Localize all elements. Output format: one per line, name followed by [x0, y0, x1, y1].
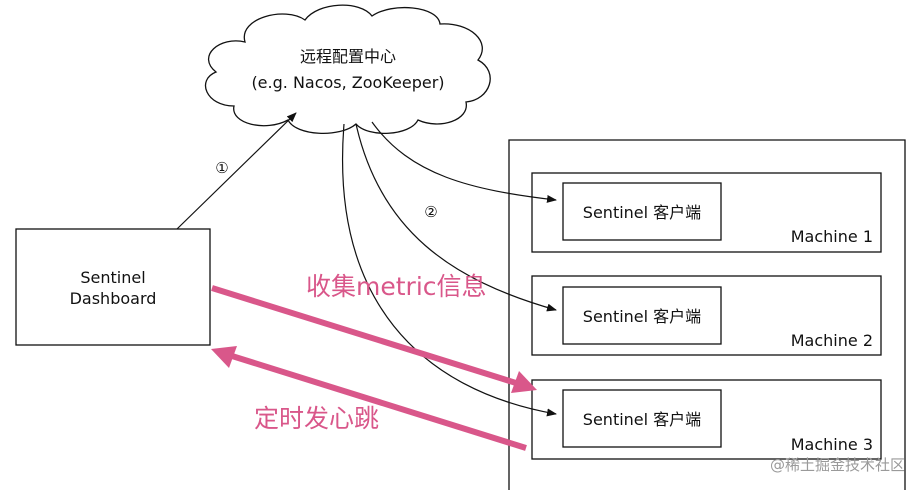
dashboard-node: Sentinel Dashboard — [15, 228, 211, 346]
machine-3: Sentinel 客户端 Machine 3 — [531, 379, 882, 460]
step-1-marker: ① — [215, 159, 228, 177]
collect-metrics-flow: 收集metric信息 — [211, 272, 537, 393]
client-label: Sentinel 客户端 — [583, 307, 701, 326]
config-center-cloud: 远程配置中心 (e.g. Nacos, ZooKeeper) — [204, 4, 491, 135]
heartbeat-arrow-head — [211, 346, 237, 368]
collect-metrics-label: 收集metric信息 — [306, 272, 487, 301]
dashboard-label-line1: Sentinel — [80, 268, 145, 287]
machine-1: Sentinel 客户端 Machine 1 — [531, 172, 882, 253]
heartbeat-arrow-shaft — [231, 353, 527, 451]
heartbeat-flow: 定时发心跳 — [211, 346, 527, 451]
machine-2: Sentinel 客户端 Machine 2 — [531, 275, 882, 356]
push-to-machine-2-arrow — [355, 123, 557, 312]
client-label: Sentinel 客户端 — [583, 203, 701, 222]
collect-metrics-arrow-shaft — [211, 285, 517, 386]
machine-label: Machine 2 — [791, 331, 873, 350]
heartbeat-label: 定时发心跳 — [254, 404, 379, 433]
push-rules-arrow — [176, 112, 297, 230]
client-box — [562, 389, 722, 448]
cloud-shape — [204, 4, 491, 135]
dashboard-label-line2: Dashboard — [70, 289, 157, 308]
watermark: @稀土掘金技术社区 — [770, 456, 905, 474]
push-to-machine-3-arrow — [342, 123, 557, 417]
client-box — [562, 286, 722, 345]
machine-label: Machine 3 — [791, 435, 873, 454]
machine-label: Machine 1 — [791, 227, 873, 246]
push-to-machine-1-arrow — [371, 121, 557, 203]
config-center-title: 远程配置中心 — [300, 47, 396, 66]
collect-metrics-arrow-head — [511, 371, 537, 393]
config-center-subtitle: (e.g. Nacos, ZooKeeper) — [251, 73, 444, 92]
step-2-marker: ② — [424, 203, 437, 221]
dashboard-box — [15, 228, 211, 346]
client-box — [562, 182, 722, 241]
client-label: Sentinel 客户端 — [583, 410, 701, 429]
cluster-container — [508, 139, 906, 490]
